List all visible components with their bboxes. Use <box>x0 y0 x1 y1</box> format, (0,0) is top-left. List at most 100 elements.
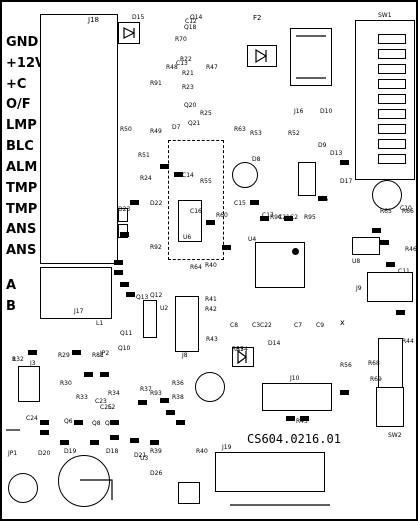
part-label-r22: R22 <box>180 56 192 63</box>
part-label-r36: R36 <box>172 380 184 387</box>
d14-label: D14 <box>268 340 281 347</box>
u4-label: U4 <box>248 236 257 243</box>
part-label-q18: Q18 <box>184 24 197 31</box>
terminal-label-1: +12V <box>6 56 46 71</box>
part-label-q10: Q10 <box>118 345 131 352</box>
part-label-r51: R51 <box>138 152 150 159</box>
part-label-r45: R45 <box>296 418 308 425</box>
smd-pad <box>72 350 81 355</box>
part-label-r24: R24 <box>140 175 152 182</box>
part-label-c17: C17 <box>262 212 274 219</box>
smd-pad <box>100 372 109 377</box>
part-label-r41: R41 <box>205 296 217 303</box>
j8-label: J8 <box>182 352 188 359</box>
sw1-label: SW1 <box>378 12 392 19</box>
part-label-r47: R47 <box>206 64 218 71</box>
smd-pad <box>176 420 185 425</box>
part-label-r52: R52 <box>288 130 300 137</box>
part-label-c9: C9 <box>316 322 325 329</box>
u2-label: U2 <box>160 305 169 312</box>
j16-mid-label: J16 <box>294 108 304 115</box>
part-label-c21: C21 <box>278 214 290 221</box>
part-label-q13: Q13 <box>136 294 149 301</box>
part-label-c23: C23 <box>95 398 107 405</box>
terminal-label-8: TMP <box>6 202 38 217</box>
terminal-label-10: ANS <box>6 243 37 258</box>
smd-pad <box>40 420 49 425</box>
u8-label: U8 <box>352 258 361 265</box>
part-label-jp2: JP2 <box>100 350 110 357</box>
part-label-r93: R93 <box>150 390 162 397</box>
part-label-r44: R44 <box>402 338 414 345</box>
j17-label: J17 <box>74 308 84 315</box>
part-label-c22: C22 <box>260 322 272 329</box>
sw1-switch-1 <box>378 34 406 44</box>
terminal-label-6: ALM <box>6 160 38 175</box>
smd-pad <box>206 220 215 225</box>
terminal-label-5: BLC <box>6 139 34 154</box>
capacitor-c11 <box>372 180 402 210</box>
part-label-r38: R38 <box>172 394 184 401</box>
part-label-d23: D23 <box>118 206 131 213</box>
j18-label: J18 <box>88 16 99 24</box>
sw1-switch-9 <box>378 154 406 164</box>
sw1-switch-8 <box>378 139 406 149</box>
part-label-c14: C14 <box>182 172 194 179</box>
smd-pad <box>396 310 405 315</box>
terminal-label-7: TMP <box>6 181 38 196</box>
part-label-r39: R39 <box>150 448 162 455</box>
part-label-u3: U3 <box>140 455 149 462</box>
sw2-label: SW2 <box>388 432 402 439</box>
part-label-r68: R68 <box>368 360 380 367</box>
part-label-d10: D10 <box>320 108 333 115</box>
part-label-q20: Q20 <box>184 102 197 109</box>
part-label-c3: C3 <box>252 322 261 329</box>
part-label-r56: R56 <box>340 362 352 369</box>
connector-j19 <box>215 452 325 492</box>
smd-pad <box>260 216 269 221</box>
part-label-c12: C12 <box>185 18 197 25</box>
smd-pad <box>372 228 381 233</box>
part-label-q6: Q6 <box>64 418 73 425</box>
terminal-label-2: +C <box>6 77 27 92</box>
terminal-block-j18 <box>40 14 118 264</box>
smd-pad <box>120 232 129 237</box>
sw1-switch-6 <box>378 109 406 119</box>
part-label-r42: R42 <box>205 306 217 313</box>
part-label-r30: R30 <box>60 380 72 387</box>
j10-label: J10 <box>290 375 300 382</box>
capacitor-c37 <box>195 372 225 402</box>
smd-pad <box>60 440 69 445</box>
part-label-r21: R21 <box>182 70 194 77</box>
part-label-c13: C13 <box>176 60 188 67</box>
smd-pad <box>174 172 183 177</box>
f2-label: F2 <box>253 14 262 22</box>
pin1-dot <box>292 248 299 255</box>
smd-pad <box>222 245 231 250</box>
part-label-1: 1 <box>12 356 16 363</box>
part-label-q14: Q14 <box>190 14 203 21</box>
part-label-r33: R33 <box>76 394 88 401</box>
part-label-r34: R34 <box>108 390 120 397</box>
ic-u8 <box>352 237 380 255</box>
part-label-jp1: JP1 <box>8 450 18 457</box>
smd-pad <box>110 435 119 440</box>
part-label-r40: R40 <box>196 448 208 455</box>
part-label-c7: C7 <box>294 322 303 329</box>
part-label-d21: D21 <box>134 452 147 459</box>
sw1-switch-2 <box>378 49 406 59</box>
part-label-d18: D18 <box>106 448 119 455</box>
smd-pad <box>74 420 83 425</box>
sw1-switch-4 <box>378 79 406 89</box>
sw1-switch-7 <box>378 124 406 134</box>
smd-pad <box>340 160 349 165</box>
switch-sw2 <box>376 387 404 427</box>
part-label-r46: R46 <box>405 246 417 253</box>
smd-pad <box>130 200 139 205</box>
terminal-label-b: B <box>6 299 16 314</box>
capacitor-c13 <box>232 162 258 188</box>
connector-j9 <box>367 272 413 302</box>
smd-pad <box>150 440 159 445</box>
smd-pad <box>110 420 119 425</box>
part-label-r91: R91 <box>150 80 162 87</box>
